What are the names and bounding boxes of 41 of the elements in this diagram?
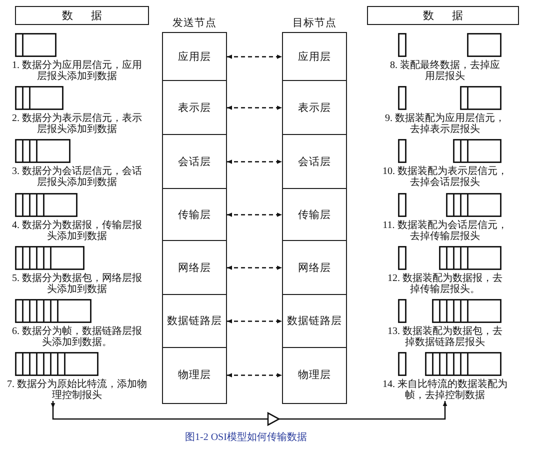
layer-box: 应用层	[282, 32, 347, 82]
step-caption: 1. 数据分为应用层信元，应用层报头添加到数据	[11, 60, 143, 82]
dashed-arrow	[227, 212, 282, 217]
data-box: 数据	[367, 6, 519, 25]
step-caption: 10. 数据装配为表示层信元，去掉会话层报头	[382, 166, 508, 188]
layer-box: 表示层	[282, 80, 347, 136]
step-caption: 11. 数据装配为会话层信元，去掉传输层报头	[382, 220, 508, 242]
step-caption: 12. 数据装配为数据报，去掉传输层报头。	[386, 273, 504, 295]
step-caption: 3. 数据分为会话层信元，会话层报头添加到数据	[11, 166, 143, 188]
step-caption: 13. 数据装配为数据包，去掉数据链路层报头	[386, 326, 504, 348]
layer-box: 网络层	[282, 240, 347, 296]
layer-box: 传输层	[162, 188, 227, 242]
layer-box: 数据链路层	[162, 294, 227, 348]
step-caption: 4. 数据分为数据报，传输层报头添加到数据	[11, 220, 143, 242]
step-caption: 14. 来自比特流的数据装配为帧，去掉控制数据	[382, 379, 508, 401]
dashed-arrow	[227, 266, 282, 270]
column-heading: 发送节点	[172, 17, 218, 31]
figure-caption: 图1-2 OSI模型如何传输数据	[185, 430, 307, 444]
column-heading: 目标节点	[292, 17, 338, 31]
step-caption: 6. 数据分为帧，数据链路层报头添加到数据。	[11, 326, 143, 348]
dashed-arrow	[227, 160, 282, 164]
dashed-arrow	[227, 54, 282, 59]
layer-box: 物理层	[162, 347, 227, 404]
transmission-arrow	[50, 401, 448, 426]
step-caption: 2. 数据分为表示层信元，表示层报头添加到数据	[11, 113, 143, 135]
step-caption: 5. 数据分为数据包，网络层报头添加到数据	[11, 273, 143, 295]
layer-box: 会话层	[162, 134, 227, 190]
layer-box: 传输层	[282, 188, 347, 242]
step-caption: 7. 数据分为原始比特流，添加物理控制报头	[6, 379, 148, 401]
step-caption: 9. 数据装配为应用层信元，去掉表示层报头	[384, 113, 506, 135]
dashed-arrow	[227, 373, 282, 378]
step-caption: 8. 装配最终数据，去掉应用层报头	[389, 60, 501, 82]
layer-box: 表示层	[162, 80, 227, 136]
layer-box: 网络层	[162, 240, 227, 296]
dashed-arrow	[227, 319, 282, 324]
layer-box: 数据链路层	[282, 294, 347, 348]
data-box: 数据	[15, 6, 149, 25]
layer-box: 应用层	[162, 32, 227, 82]
layer-box: 物理层	[282, 347, 347, 404]
dashed-arrow	[227, 106, 282, 110]
layer-box: 会话层	[282, 134, 347, 190]
